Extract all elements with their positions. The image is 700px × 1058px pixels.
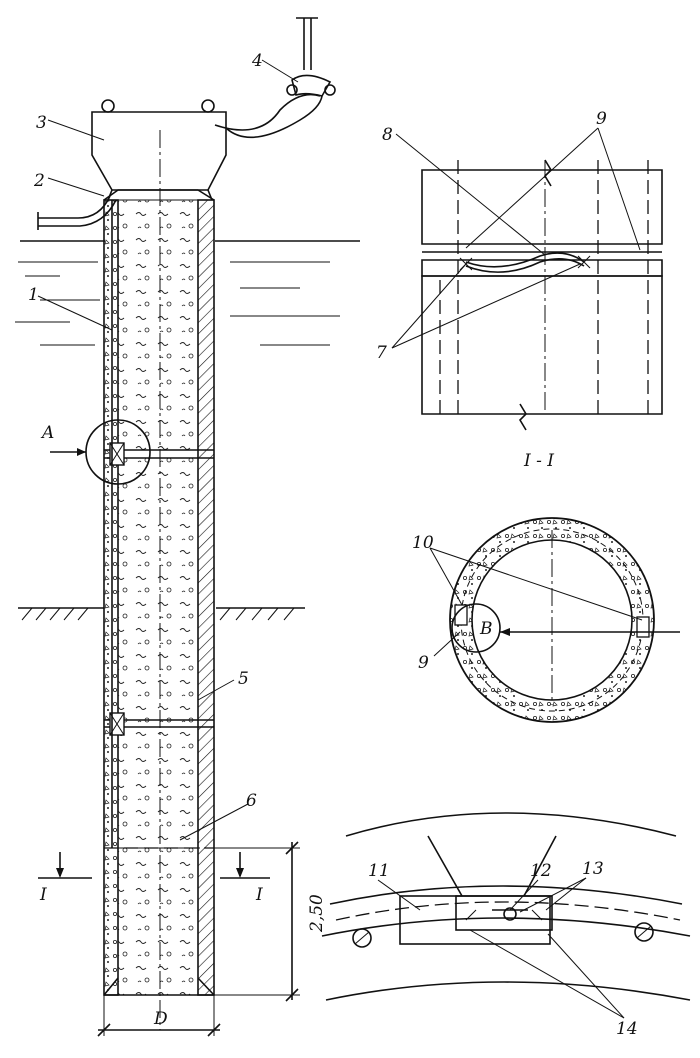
pile-core-fill bbox=[117, 199, 199, 996]
label-detail-a: A bbox=[40, 423, 54, 443]
label-12: 12 bbox=[530, 861, 552, 881]
label-4: 4 bbox=[251, 51, 263, 71]
label-5: 5 bbox=[238, 669, 249, 689]
ground-surface bbox=[18, 607, 305, 621]
label-6: 6 bbox=[246, 791, 257, 811]
pile-wall-right bbox=[197, 199, 215, 996]
label-1: 1 bbox=[28, 285, 39, 305]
pile-tip bbox=[103, 977, 215, 996]
pile-elevation bbox=[15, 17, 360, 1037]
label-dimension-diameter: D bbox=[153, 1009, 168, 1029]
label-9-top: 9 bbox=[596, 109, 607, 129]
connection-detail-view bbox=[321, 812, 691, 1019]
callout-labels: 3 4 2 1 A 5 6 I I 2,50 D 8 9 7 I - I 10 … bbox=[28, 51, 638, 1039]
pile-joints bbox=[104, 442, 214, 849]
dimension-depth-line bbox=[214, 841, 300, 1002]
label-2: 2 bbox=[33, 171, 45, 191]
label-7: 7 bbox=[376, 343, 387, 363]
label-11: 11 bbox=[368, 861, 390, 881]
section-marks bbox=[38, 852, 270, 879]
dimension-diameter-line bbox=[97, 995, 221, 1037]
leader-lines-elevation bbox=[37, 59, 299, 841]
water-level-lines bbox=[15, 240, 360, 346]
label-13: 13 bbox=[582, 859, 604, 879]
section-title: I - I bbox=[523, 451, 554, 471]
pile-top-edge bbox=[103, 189, 215, 201]
label-10: 10 bbox=[412, 533, 434, 553]
label-9-ring: 9 bbox=[418, 653, 429, 673]
label-14: 14 bbox=[616, 1019, 638, 1039]
label-8: 8 bbox=[382, 125, 393, 145]
section-mark-right: I bbox=[255, 885, 263, 905]
section-mark-left: I bbox=[39, 885, 47, 905]
label-3: 3 bbox=[36, 113, 47, 133]
joint-detail-view bbox=[391, 127, 663, 431]
ring-section bbox=[429, 517, 680, 723]
pile-wall-left bbox=[103, 199, 119, 996]
heating-cap bbox=[91, 99, 227, 201]
label-detail-b: B bbox=[479, 619, 493, 639]
supply-pipe bbox=[37, 195, 117, 230]
label-dimension-depth: 2,50 bbox=[307, 894, 327, 933]
power-supply-hook bbox=[214, 17, 336, 139]
